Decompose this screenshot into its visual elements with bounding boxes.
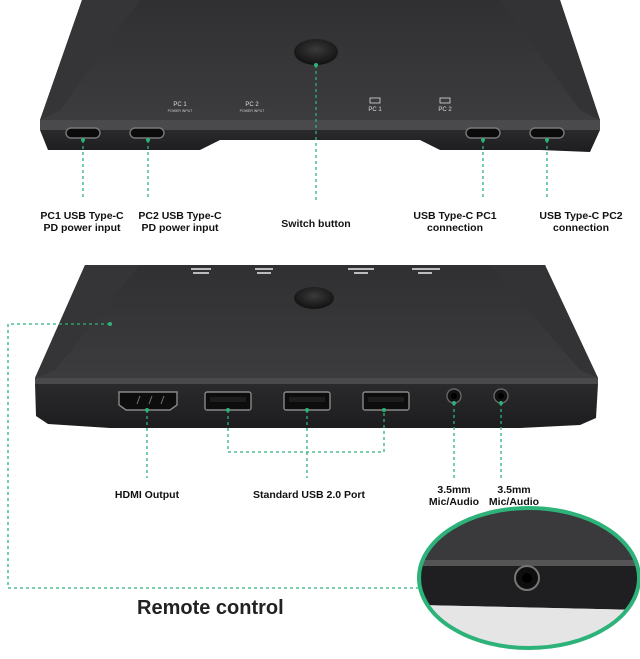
label-switch: Switch button — [281, 218, 351, 230]
silk-pc1: PC 1 — [173, 102, 187, 108]
top-guide-dots — [81, 63, 549, 142]
switch-button-2 — [294, 287, 334, 309]
silk-pc1-conn: PC 1 — [368, 107, 382, 113]
label-pc2-conn: USB Type-C PC2 connection — [539, 210, 623, 234]
remote-control-label: Remote control — [137, 597, 284, 619]
pc1-connection-port — [465, 127, 501, 139]
switch-button — [294, 39, 338, 65]
usb-port-2 — [283, 391, 331, 411]
remote-zoom-inset — [417, 506, 640, 650]
bottom-guide-lines — [7, 323, 502, 589]
hdmi-port — [118, 391, 178, 411]
label-pc1-power: PC1 USB Type-C PD power input — [40, 210, 124, 234]
top-guide-lines — [82, 65, 548, 203]
hdmi-pins — [136, 395, 165, 405]
label-pc1-conn: USB Type-C PC1 connection — [413, 210, 497, 234]
bottom-device — [35, 265, 598, 428]
pc2-connection-port — [529, 127, 565, 139]
silk-marks — [191, 268, 440, 274]
silk-pc1-sub: POWER INPUT — [168, 109, 194, 113]
pc2-power-port — [129, 127, 165, 139]
bottom-guide-dots — [108, 322, 503, 412]
silk-pc2-conn: PC 2 — [438, 107, 452, 113]
label-pc2-power: PC2 USB Type-C PD power input — [138, 210, 222, 234]
label-audio-2: 3.5mm Mic/Audio — [488, 484, 540, 508]
label-usb: Standard USB 2.0 Port — [252, 489, 366, 501]
silk-pc2-sub: POWER INPUT — [240, 109, 266, 113]
usb-glyph-icon — [369, 97, 451, 104]
usb-port-3 — [362, 391, 410, 411]
silk-pc2: PC 2 — [245, 102, 259, 108]
label-hdmi: HDMI Output — [114, 489, 180, 501]
top-device: PC 1 POWER INPUT PC 2 POWER INPUT PC 1 P… — [40, 0, 600, 152]
pc1-power-port — [65, 127, 101, 139]
label-audio-1: 3.5mm Mic/Audio — [428, 484, 480, 508]
usb-port-1 — [204, 391, 252, 411]
